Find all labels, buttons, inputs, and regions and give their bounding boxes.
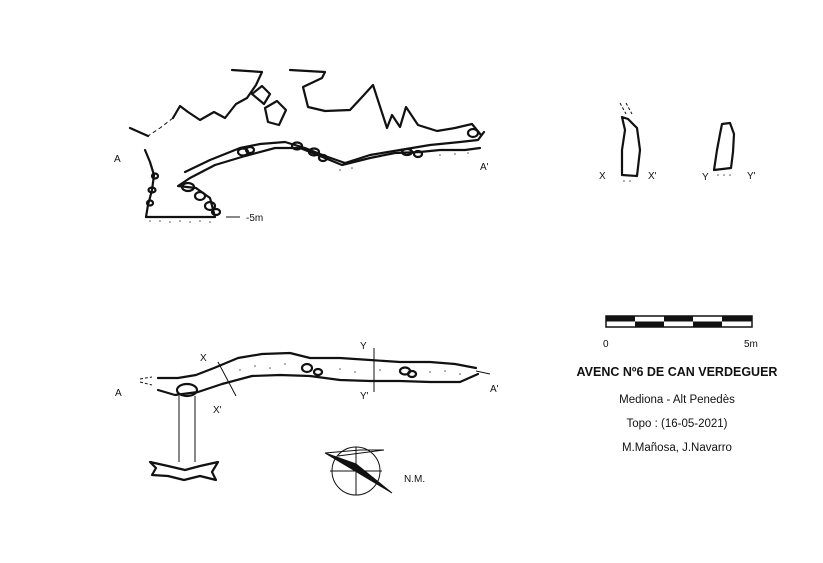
plan-blocks <box>300 362 418 379</box>
plan-view: A A' X X' Y Y' <box>115 341 499 482</box>
plan-lower-chamber <box>148 460 220 482</box>
section-ceiling-dashed <box>147 117 174 137</box>
section-ceiling-start <box>128 126 150 138</box>
plan-shaft <box>175 382 199 398</box>
section-floor-sediment <box>149 152 469 223</box>
section-ceiling-right <box>288 68 483 137</box>
north-label: N.M. <box>404 474 425 485</box>
section-rubble <box>145 127 480 217</box>
scale-bar: 0 5m <box>603 315 758 350</box>
section-passage-upper <box>183 130 486 174</box>
survey-date: Topo : (16-05-2021) <box>626 418 727 430</box>
plan-label-x: X <box>200 353 207 364</box>
cross-label-x-prime: X' <box>648 171 657 182</box>
plan-sediment <box>239 363 461 375</box>
cross-label-y: Y <box>702 172 709 183</box>
section-label-a: A <box>114 154 121 165</box>
longitudinal-section: A A' -5m <box>114 68 489 224</box>
scale-end-label: 5m <box>744 339 758 350</box>
section-block-2 <box>263 99 288 127</box>
cross-label-y-prime: Y' <box>747 171 756 182</box>
survey-authors: M.Mañosa, J.Navarro <box>622 442 732 454</box>
plan-axis <box>475 370 491 375</box>
plan-cut-x <box>217 361 237 397</box>
section-entrance-wall <box>143 148 156 219</box>
section-passage-lower <box>144 146 482 219</box>
north-arrow: N.M. <box>324 446 425 496</box>
scale-start-label: 0 <box>603 339 609 350</box>
plan-label-x-prime: X' <box>213 405 222 416</box>
plan-label-a-prime: A' <box>490 384 499 395</box>
section-label-a-prime: A' <box>480 162 489 173</box>
survey-location: Mediona - Alt Penedès <box>619 394 735 406</box>
section-ceiling-left <box>171 68 264 122</box>
plan-entrance-dashed <box>139 376 153 386</box>
depth-label: -5m <box>246 213 263 224</box>
plan-wall-lower <box>156 372 480 397</box>
plan-label-y-prime: Y' <box>360 391 369 402</box>
plan-label-a: A <box>115 388 122 399</box>
cross-section-y: Y Y' <box>702 121 756 183</box>
cross-section-x: X X' <box>599 102 657 182</box>
survey-title: AVENC Nº6 DE CAN VERDEGUER <box>577 365 778 379</box>
section-block-1 <box>250 84 272 106</box>
plan-wall-upper <box>156 351 478 380</box>
plan-label-y: Y <box>360 341 367 352</box>
cross-label-x: X <box>599 171 606 182</box>
title-block: AVENC Nº6 DE CAN VERDEGUER Mediona - Alt… <box>577 365 778 454</box>
